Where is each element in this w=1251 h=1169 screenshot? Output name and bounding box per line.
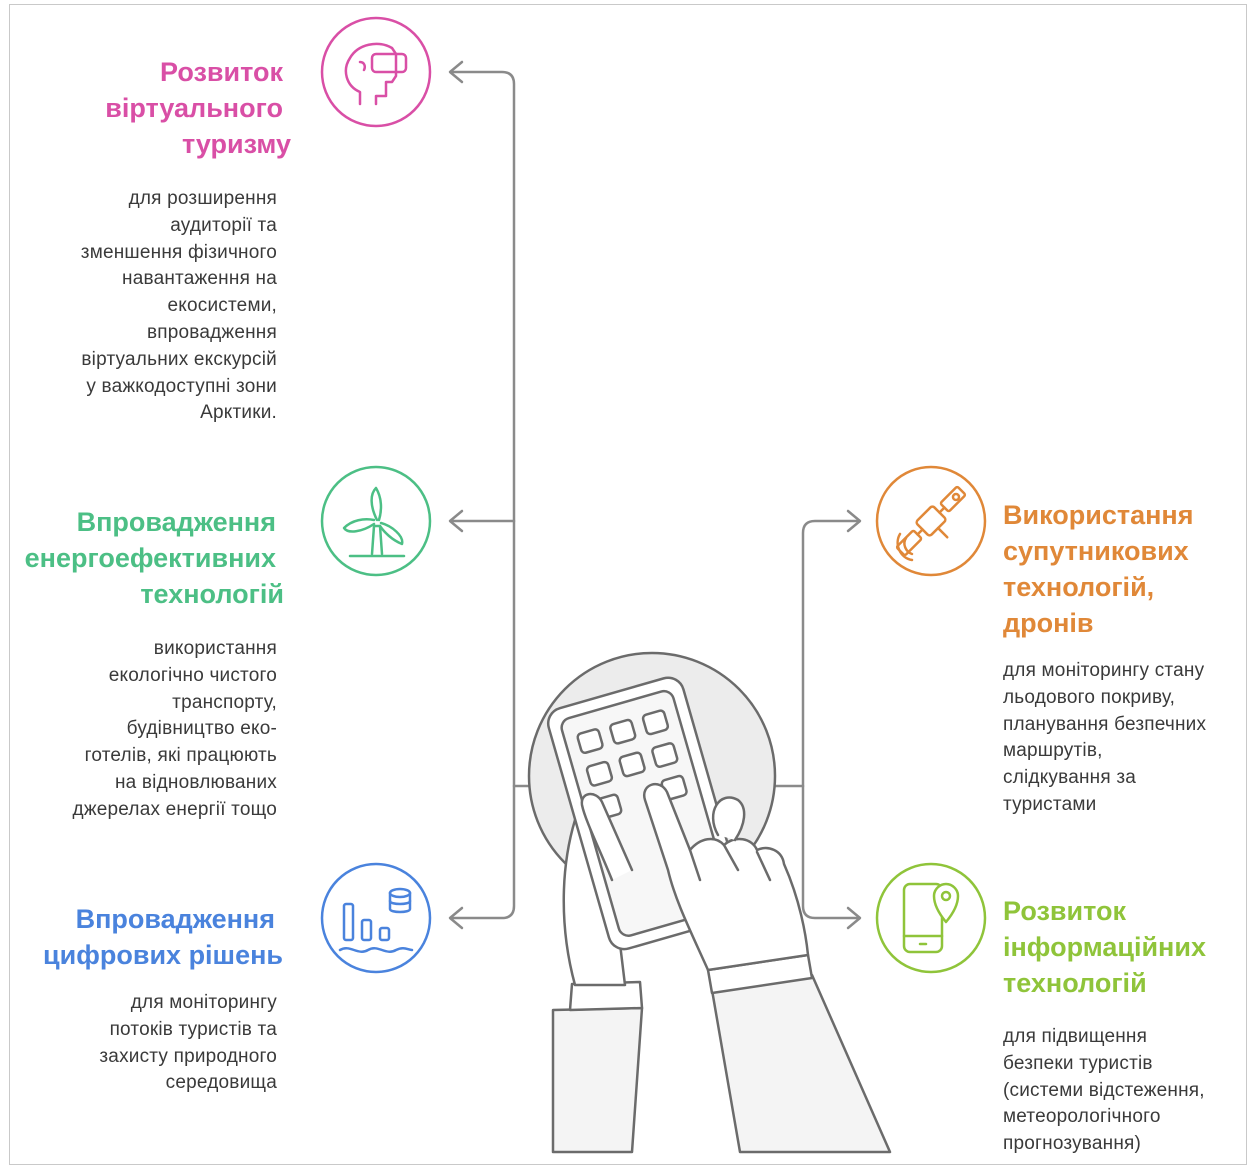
title-line: Використання — [1003, 500, 1194, 530]
left-sleeve — [551, 1006, 644, 1154]
desc-line: для підвищення — [1003, 1026, 1148, 1047]
title-line: дронів — [1003, 608, 1094, 638]
title-digital-solutions: Впровадження цифрових рішень — [43, 901, 283, 973]
title-line: віртуального — [105, 93, 283, 123]
desc-line: для розширення — [128, 188, 277, 209]
arrow-infotech — [846, 906, 862, 930]
title-line: супутникових — [1003, 536, 1189, 566]
desc-line: готелів, які працюють — [84, 745, 277, 767]
connector-lines — [448, 60, 862, 930]
title-virtual-tourism: Розвиток віртуального туризму — [105, 54, 291, 162]
desc-line: прогнозування) — [1003, 1133, 1142, 1155]
desc-digital-solutions: для моніторингу потоків туристів та захи… — [99, 990, 277, 1097]
desc-line: аудиторії та — [170, 214, 277, 236]
icon-virtual-circle — [320, 16, 432, 128]
right-knuckle-3 — [755, 850, 772, 882]
title-line: технологій — [1003, 968, 1147, 998]
title-line: технологій — [140, 579, 284, 609]
desc-line: впровадження — [146, 321, 277, 343]
satellite-icon — [895, 485, 967, 557]
title-information-tech: Розвиток інформаційних технологій — [1003, 893, 1206, 1001]
title-line: Впровадження — [75, 904, 275, 934]
wind-turbine-icon — [342, 486, 406, 558]
title-satellite-drones: Використання супутникових технологій, др… — [1003, 497, 1193, 641]
desc-line: Арктики. — [200, 402, 277, 424]
title-line: енергоефективних — [24, 543, 276, 573]
desc-line: безпеки туристів — [1003, 1052, 1153, 1074]
title-line: Розвиток — [160, 57, 283, 87]
desc-line: на відновлюваних — [114, 771, 277, 793]
title-energy-efficient: Впровадження енергоефективних технологій — [24, 504, 284, 612]
right-sleeve — [710, 973, 892, 1154]
desc-virtual-tourism: для розширення аудиторії та зменшення фі… — [81, 186, 277, 427]
title-line: цифрових рішень — [43, 940, 283, 970]
desc-line: навантаження на — [122, 268, 277, 290]
desc-information-tech: для підвищення безпеки туристів (системи… — [1003, 1024, 1205, 1158]
desc-line: екосистеми, — [167, 295, 277, 317]
desc-line: будівництво еко- — [126, 718, 277, 740]
smartphone-location-icon — [902, 882, 960, 954]
arrow-virtual — [448, 60, 464, 84]
title-line: Впровадження — [76, 507, 276, 537]
desc-line: джерелах енергії тощо — [72, 798, 277, 820]
title-line: інформаційних — [1003, 932, 1206, 962]
desc-energy-efficient: використання екологічно чистого транспор… — [73, 636, 277, 824]
title-line: туризму — [181, 129, 291, 159]
icon-satellite-circle — [875, 465, 987, 577]
arrow-digital — [448, 906, 464, 930]
right-trunk-line — [801, 519, 860, 920]
vr-headset-icon — [344, 42, 408, 106]
icon-energy-circle — [320, 465, 432, 577]
left-trunk-line — [450, 70, 516, 920]
diagram-frame — [9, 4, 1247, 1165]
desc-line: для моніторингу стану — [1003, 660, 1205, 681]
icon-digital-circle — [320, 862, 432, 974]
desc-line: для моніторингу — [130, 992, 277, 1013]
arrow-satellite — [846, 509, 862, 533]
desc-line: транспорту, — [172, 691, 277, 713]
desc-line: у важкодоступні зони — [86, 375, 277, 397]
arrow-energy — [448, 509, 464, 533]
title-line: технологій, — [1003, 572, 1155, 602]
desc-line: метеорологічного — [1003, 1106, 1161, 1128]
desc-line: льодового покриву, — [1003, 686, 1176, 708]
right-raised-finger — [711, 796, 746, 842]
desc-line: маршрутів, — [1003, 740, 1103, 762]
desc-line: слідкування за — [1003, 767, 1136, 789]
desc-satellite-drones: для моніторингу стану льодового покриву,… — [1003, 658, 1206, 819]
desc-line: туристами — [1003, 793, 1097, 815]
desc-line: зменшення фізичного — [80, 241, 277, 263]
right-knuckle-1 — [688, 848, 702, 882]
desc-line: середовища — [165, 1072, 277, 1094]
desc-line: віртуальних екскурсій — [81, 348, 277, 370]
desc-line: захисту природного — [99, 1045, 277, 1067]
right-knuckle-2 — [722, 843, 740, 872]
data-chart-icon — [338, 887, 414, 953]
desc-line: планування безпечних — [1003, 713, 1207, 735]
desc-line: (системи відстеження, — [1003, 1079, 1205, 1101]
title-line: Розвиток — [1003, 896, 1126, 926]
icon-infotech-circle — [875, 862, 987, 974]
left-thumb — [580, 792, 634, 882]
desc-line: екологічно чистого — [108, 664, 277, 686]
hands-phone-illustration — [527, 651, 892, 1154]
desc-line: використання — [153, 638, 277, 659]
desc-line: потоків туристів та — [109, 1018, 277, 1040]
